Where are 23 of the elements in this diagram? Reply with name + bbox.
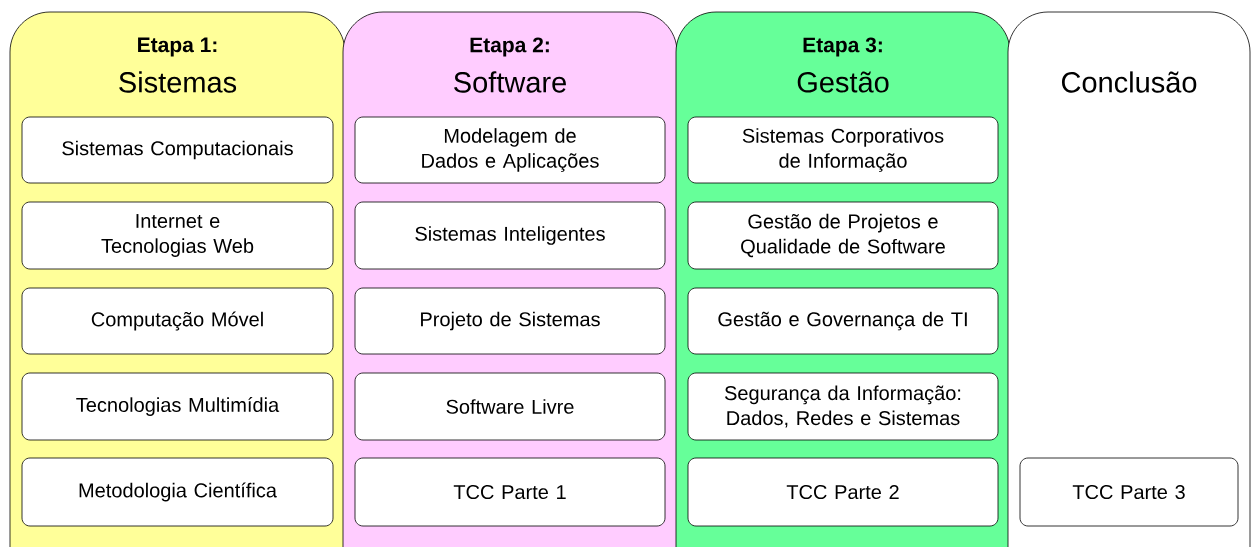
course-box: Segurança da Informação: Dados, Redes e Sistemas	[687, 372, 999, 441]
stage-title: Gestão	[797, 71, 889, 93]
course-box: Software Livre	[354, 372, 666, 441]
course-box: Metodologia Científica	[21, 457, 334, 527]
course-box: Sistemas Corporativos de Informação	[687, 116, 999, 184]
course-box: Sistemas Inteligentes	[354, 201, 666, 270]
stage-title: Software	[454, 71, 566, 93]
course-box: Sistemas Computacionais	[21, 116, 334, 184]
course-box: Modelagem de Dados e Aplicações	[354, 116, 666, 184]
course-box: TCC Parte 3	[1019, 457, 1239, 527]
course-box: Gestão e Governança de TI	[687, 287, 999, 355]
stage-heading: Etapa 2:	[470, 37, 549, 57]
course-box: Tecnologias Multimídia	[21, 372, 334, 441]
course-box: Gestão de Projetos e Qualidade de Software	[687, 201, 999, 270]
course-box: Internet e Tecnologias Web	[21, 201, 334, 270]
course-box: Computação Móvel	[21, 287, 334, 355]
stage-title: Sistemas	[119, 71, 237, 93]
stage-heading: Etapa 3:	[803, 37, 882, 57]
stage-heading: Etapa 1:	[138, 37, 217, 57]
course-box: TCC Parte 1	[354, 457, 666, 527]
course-box: Projeto de Sistemas	[354, 287, 666, 355]
stage-title: Conclusão	[1061, 71, 1197, 93]
course-box: TCC Parte 2	[687, 457, 999, 527]
